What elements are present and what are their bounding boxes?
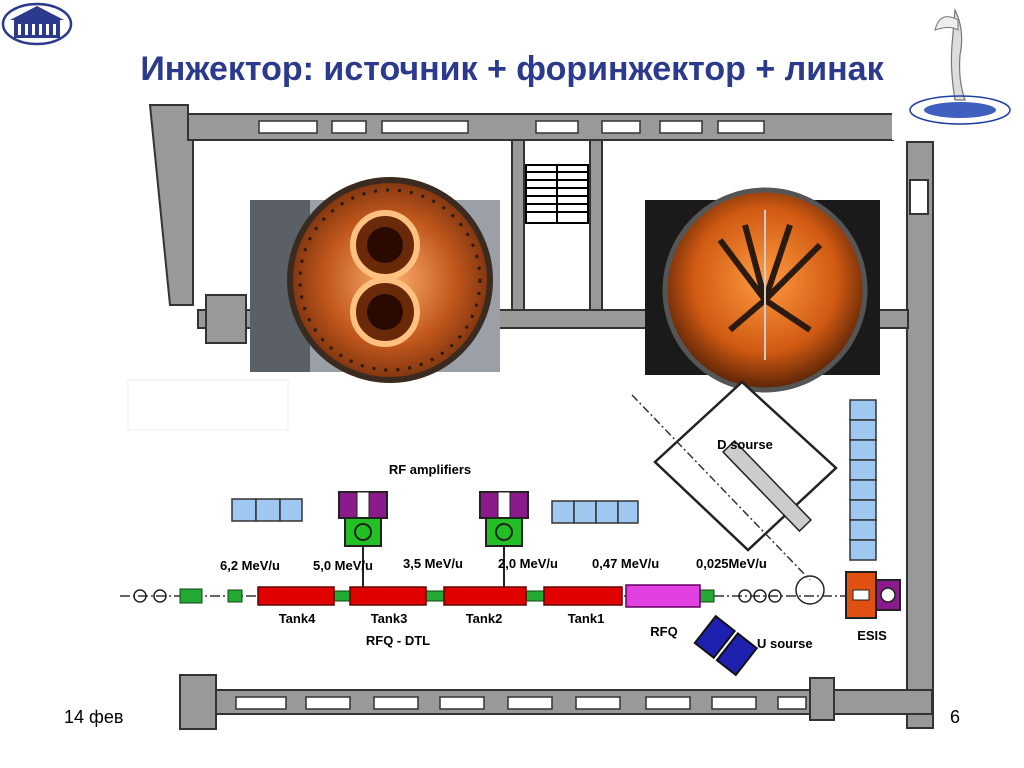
equipment-racks — [231, 399, 877, 561]
u-source — [693, 614, 759, 677]
tank1-body — [543, 586, 623, 606]
tank2-label: Tank2 — [466, 611, 503, 626]
tank4-label: Tank4 — [279, 611, 316, 626]
esis-label: ESIS — [857, 628, 887, 643]
tank3-label: Tank3 — [371, 611, 408, 626]
energy-label-2-0: 2,0 MeV/u — [498, 556, 558, 571]
right-wall — [906, 141, 934, 729]
energy-label-0-025: 0,025MeV/u — [696, 556, 767, 571]
energy-label-3-5: 3,5 MeV/u — [403, 556, 463, 571]
photo-rfq-cavity — [250, 177, 500, 383]
rf-amplifier-1 — [338, 491, 388, 587]
blank-patch — [127, 379, 289, 431]
rf-amplifier-2 — [479, 491, 529, 587]
bottom-right-pillar — [809, 677, 835, 721]
nica-logo — [892, 0, 1024, 140]
wall-windows — [235, 120, 807, 710]
tank1-label: Tank1 — [568, 611, 605, 626]
energy-label-6-2: 6,2 MeV/u — [220, 558, 280, 573]
u-source-label: U sourse — [757, 636, 813, 651]
rf-amplifiers-label: RF amplifiers — [389, 462, 471, 477]
slide-title: Инжектор: источник + форинжектор + линак — [140, 50, 884, 88]
tank3-body — [349, 586, 427, 606]
right-window — [909, 179, 929, 215]
d-source-label: D sourse — [717, 437, 773, 452]
tank4-body — [257, 586, 335, 606]
energy-label-5-0: 5,0 MeV/u — [313, 558, 373, 573]
slide-number: 6 — [950, 707, 961, 727]
left-pillar — [205, 294, 247, 344]
tank2-body — [443, 586, 527, 606]
footer-date: 14 фев — [64, 707, 124, 727]
rfq-dtl-label: RFQ - DTL — [366, 633, 430, 648]
rfq-label: RFQ — [650, 624, 677, 639]
esis — [845, 571, 901, 619]
institute-logo — [1, 2, 73, 46]
left-curved-wall — [148, 104, 194, 306]
stair-wall-left — [511, 139, 525, 311]
dtl-tanks — [257, 584, 701, 608]
staircase — [525, 164, 589, 224]
rfq-body — [625, 584, 701, 608]
d-source — [631, 380, 838, 581]
energy-label-0-47: 0,47 MeV/u — [592, 556, 659, 571]
stair-wall-right — [589, 139, 603, 311]
bottom-left-pillar — [179, 674, 217, 730]
photo-dtl-cavity — [645, 187, 880, 393]
